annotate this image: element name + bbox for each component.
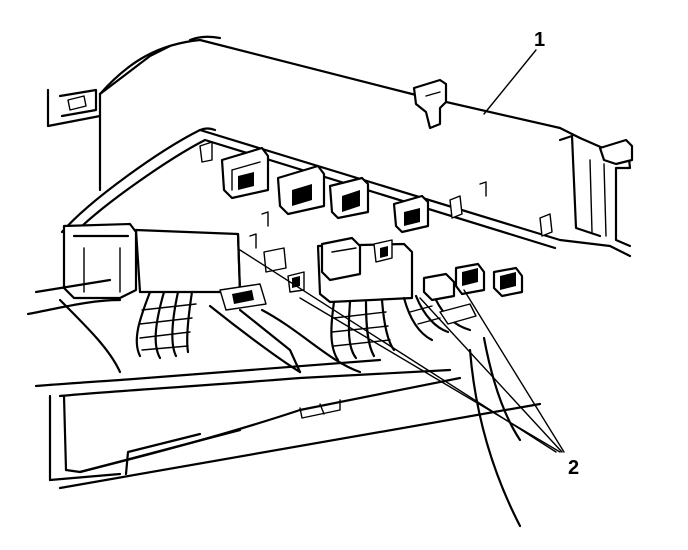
wire-harnesses [135, 290, 477, 362]
leader-line-2c [419, 297, 563, 453]
left-panel-structure [46, 44, 172, 192]
callout-label-2: 2 [568, 457, 579, 479]
leader-line-2b [299, 297, 561, 453]
lower-bracket [26, 278, 542, 528]
upper-connectors [220, 146, 430, 234]
module-housing [60, 35, 634, 258]
leader-line-1 [483, 49, 537, 115]
wiring-connectors [62, 222, 524, 311]
callout-label-1: 1 [534, 29, 545, 51]
leader-line-2d [463, 289, 565, 453]
leader-lines [239, 49, 565, 453]
